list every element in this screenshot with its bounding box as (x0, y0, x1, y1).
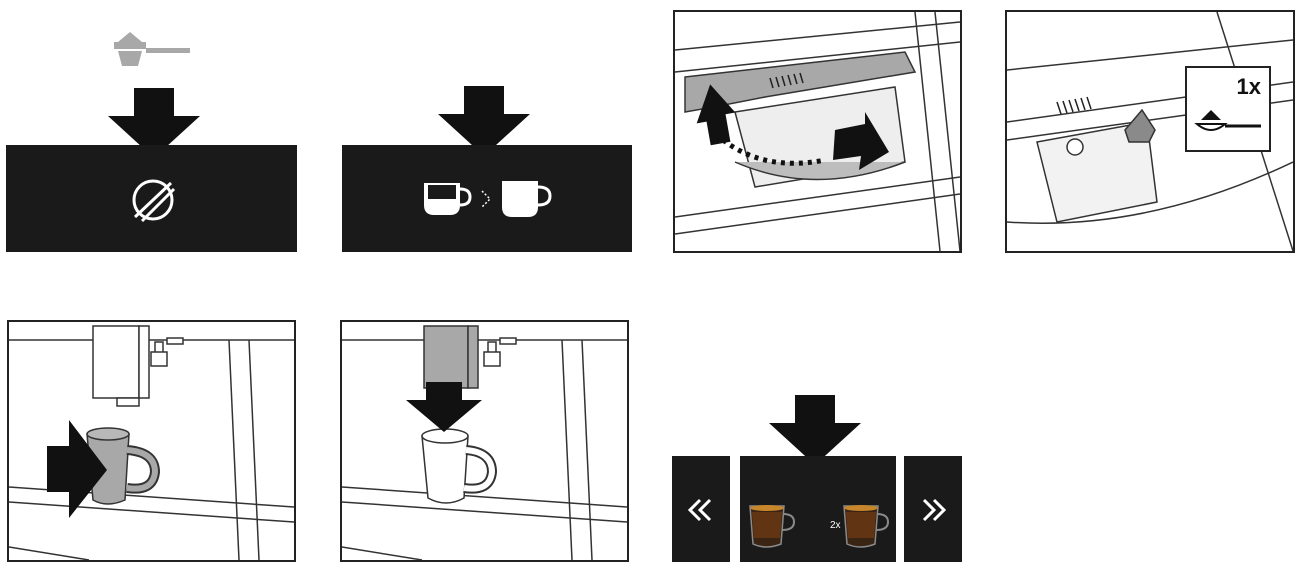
step-1-illustration (0, 20, 300, 255)
espresso-cup-icon (843, 505, 890, 548)
carousel-prev[interactable] (672, 456, 730, 562)
large-cup-icon (502, 181, 552, 217)
down-arrow-icon (108, 88, 200, 158)
small-cup-icon (424, 183, 472, 215)
carousel-next[interactable] (904, 456, 962, 562)
coffee-bean-icon (132, 179, 176, 223)
down-arrow-icon (769, 395, 861, 465)
step-4-illustration: 1x (1005, 10, 1295, 253)
step-5-illustration (7, 320, 296, 562)
dispense-arrow-icon (406, 382, 482, 432)
refill-count-label: 1x (1236, 74, 1261, 99)
refill-badge: 1x (1185, 66, 1271, 152)
step-2-illustration (340, 20, 635, 255)
powder-scoop-icon (1194, 110, 1261, 131)
carousel-center: 2x (740, 456, 896, 562)
step-7-illustration: 2x (672, 395, 964, 565)
double-count-label: 2x (830, 520, 841, 531)
scoop-icon (114, 32, 190, 66)
step-3-illustration (673, 10, 962, 253)
espresso-cup-icon (749, 505, 796, 548)
bean-panel (6, 145, 297, 252)
step-6-illustration (340, 320, 629, 562)
chevron-right-icon (922, 498, 946, 522)
chevron-right-icon (481, 190, 492, 208)
tray-insert-arrow-icon (833, 112, 889, 170)
chevron-left-icon (688, 498, 712, 522)
down-arrow-icon (438, 86, 530, 156)
cup-size-panel (342, 145, 632, 252)
cup-push-arrow-icon (47, 420, 107, 518)
tray-open-arrow-icon (696, 84, 736, 146)
